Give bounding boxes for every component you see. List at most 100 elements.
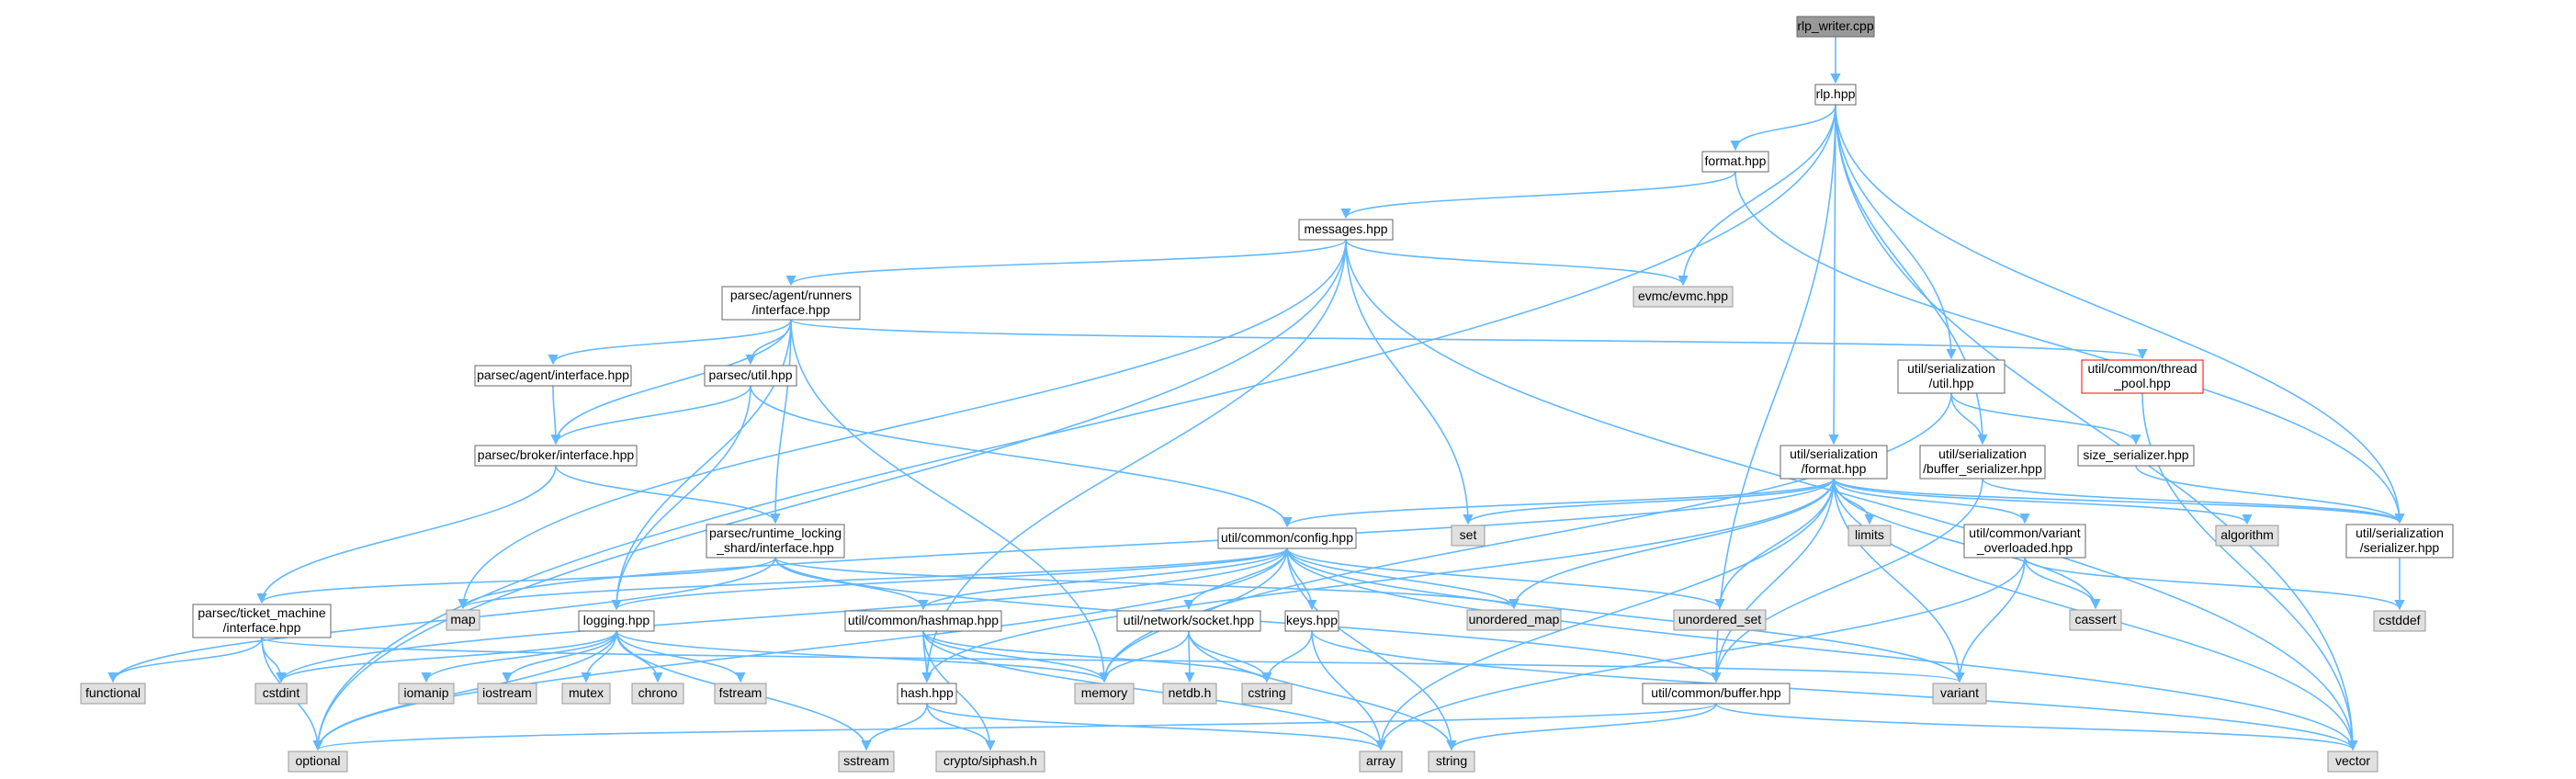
node-hash[interactable]: hash.hpp [897,683,957,705]
node-map: map [446,609,480,631]
edge-messages-to-vector [1345,239,2358,751]
edge-rlp-to-evmc [1678,104,1836,287]
node-box-iomanip [398,683,455,705]
node-mutex: mutex [561,683,611,705]
nodes-layer: rlp_writer.cpp rlp.hpp format.hpp messages.… [80,16,2454,773]
edges-layer [107,37,2405,751]
node-label-thread_pool-1: _pool.hpp [2113,376,2171,390]
node-box-runners_iface [721,286,861,321]
node-buffer[interactable]: util/common/buffer.hpp [1642,683,1791,705]
node-label-ser_format-1: /format.hpp [1802,461,1867,476]
node-label-set-0: set [1460,527,1477,542]
edge-socket-to-string [1188,630,1457,751]
node-box-sstream [838,751,895,773]
node-box-agent_iface [474,365,632,387]
node-rlp[interactable]: rlp.hpp [1814,84,1857,106]
node-evmc: evmc/evmc.hpp [1633,286,1734,308]
node-unordered_map: unordered_map [1466,609,1562,631]
node-array: array [1359,751,1403,773]
node-label-rlp-0: rlp.hpp [1816,86,1856,101]
node-variant_overloaded[interactable]: util/common/variant_overloaded.hpp [1963,524,2086,559]
edge-hash-to-sstream [861,703,928,751]
node-label-buffer-0: util/common/buffer.hpp [1651,685,1781,700]
node-label-rtl_iface-1: _shard/interface.hpp [716,540,834,555]
node-box-unordered_set [1673,609,1767,631]
node-ser_format[interactable]: util/serialization/format.hpp [1779,445,1888,480]
edge-config-to-unordered_set [1286,548,1725,610]
node-thread_pool[interactable]: util/common/thread_pool.hpp [2081,359,2204,394]
edge-runners_iface-to-broker_iface [550,319,792,446]
edge-ser_format-to-array [1375,478,1835,751]
edge-agent_iface-to-broker_iface [550,385,561,446]
node-hashmap[interactable]: util/common/hashmap.hpp [844,610,1002,632]
node-label-algorithm-0: algorithm [2220,527,2274,542]
node-box-broker_iface [474,445,638,467]
edge-config-to-unordered_map [1286,548,1520,610]
node-box-config [1217,527,1357,549]
edge-broker_iface-to-ticket_iface [256,465,557,604]
edge-hashmap-to-memory [922,630,1110,683]
node-vector: vector [2327,751,2378,773]
edge-messages-to-hash [921,239,1347,683]
edge-parsec_util-to-config [750,385,1293,528]
node-label-thread_pool-0: util/common/thread [2087,361,2197,376]
node-format[interactable]: format.hpp [1701,151,1769,173]
edge-keys-to-vector [1311,630,2358,751]
edge-messages-to-optional [312,239,1347,751]
node-box-vector [2327,751,2378,773]
node-label-unordered_map-0: unordered_map [1469,612,1560,627]
node-label-siphash-0: crypto/siphash.h [943,753,1037,768]
edge-parsec_util-to-broker_iface [550,385,751,446]
node-memory: memory [1074,683,1135,705]
node-box-rlp [1814,84,1857,106]
node-agent_iface[interactable]: parsec/agent/interface.hpp [474,365,632,387]
edge-runners_iface-to-agent_iface [548,319,792,366]
node-label-socket-0: util/network/socket.hpp [1124,613,1255,627]
edge-buffer-to-vector [1715,703,2358,751]
node-netdb: netdb.h [1162,683,1217,705]
node-messages[interactable]: messages.hpp [1298,219,1394,241]
node-runners_iface[interactable]: parsec/agent/runners/interface.hpp [721,286,861,321]
node-ticket_iface[interactable]: parsec/ticket_machine/interface.hpp [192,604,332,638]
node-config[interactable]: util/common/config.hpp [1217,527,1357,549]
node-box-logging [578,610,655,632]
edge-config-to-map [458,548,1288,610]
edge-ser_format-to-config [1282,478,1835,528]
node-rtl_iface[interactable]: parsec/runtime_locking_shard/interface.h… [706,524,845,559]
node-rlp_writer[interactable]: rlp_writer.cpp [1796,16,1875,38]
node-label-ticket_iface-1: /interface.hpp [223,620,301,635]
node-box-messages [1298,219,1394,241]
node-socket[interactable]: util/network/socket.hpp [1116,610,1261,632]
node-label-agent_iface-0: parsec/agent/interface.hpp [477,367,629,382]
node-box-set [1451,525,1486,547]
node-label-limits-0: limits [1855,527,1884,542]
node-box-hash [897,683,957,705]
node-label-hashmap-0: util/common/hashmap.hpp [848,613,999,627]
node-parsec_util[interactable]: parsec/util.hpp [704,365,797,387]
node-cstring: cstring [1241,683,1293,705]
node-label-ticket_iface-0: parsec/ticket_machine [198,605,326,620]
node-label-variant-0: variant [1940,685,1979,700]
node-set: set [1451,525,1486,547]
edge-config-to-hashmap [918,548,1288,611]
node-size_ser[interactable]: size_serializer.hpp [2077,445,2195,467]
node-logging[interactable]: logging.hpp [578,610,655,632]
node-buffer_ser[interactable]: util/serialization/buffer_serializer.hpp [1919,445,2046,480]
edge-buffer_ser-to-serializer [1982,478,2405,525]
edge-runners_iface-to-thread_pool [790,319,2148,360]
node-box-map [446,609,480,631]
edge-hash-to-array [926,703,1386,751]
node-box-algorithm [2215,525,2279,547]
node-label-buffer_ser-1: /buffer_serializer.hpp [1923,461,2042,476]
node-serializer[interactable]: util/serialization/serializer.hpp [2345,524,2454,559]
node-keys[interactable]: keys.hpp [1284,610,1339,632]
node-box-thread_pool [2081,359,2204,394]
node-broker_iface[interactable]: parsec/broker/interface.hpp [474,445,638,467]
edge-ser_format-to-buffer [1711,478,1835,683]
node-label-netdb-0: netdb.h [1169,685,1212,700]
edge-ser_format-to-variant [1833,478,1965,683]
node-box-evmc [1633,286,1734,308]
node-ser_util[interactable]: util/serialization/util.hpp [1897,359,2005,394]
node-box-chrono [631,683,684,705]
